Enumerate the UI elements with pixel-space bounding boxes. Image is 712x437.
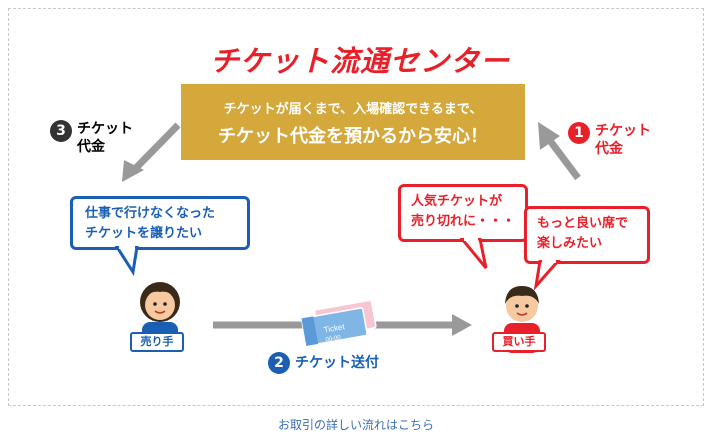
buyer-bubble2-line2: 楽しみたい: [537, 236, 603, 251]
buyer-bubble1-line1: 人気チケットが: [411, 194, 503, 209]
arrowhead-step2: [452, 314, 472, 336]
buyer-bubble2-tail: [534, 260, 561, 290]
step2-text: チケット送付: [295, 355, 379, 371]
step1-line1: チケット: [595, 123, 651, 139]
seller-bubble-tail: [115, 246, 139, 276]
step3-line2: 代金: [77, 139, 105, 155]
step1-line2: 代金: [595, 141, 623, 157]
step3-number: 3: [50, 120, 72, 142]
ticket-text: Ticket: [323, 322, 346, 335]
buyer-speech-bubble-2: もっと良い席で 楽しみたい: [524, 206, 650, 264]
seller-bubble-line1: 仕事で行けなくなった: [85, 206, 216, 221]
seller-sign: 売り手: [130, 332, 184, 352]
step1-text: チケット 代金: [595, 122, 651, 158]
buyer-speech-bubble-1: 人気チケットが 売り切れに・・・: [398, 184, 528, 242]
step2-number: 2: [268, 352, 290, 374]
step3-label: 3 チケット 代金: [50, 120, 133, 156]
banner-line2: チケット代金を預かるから安心！: [218, 126, 488, 147]
ticket-icon: Ticket 00-00: [301, 300, 377, 347]
arrowhead-step3: [122, 160, 144, 182]
step3-text: チケット 代金: [77, 120, 133, 156]
step1-number: 1: [568, 122, 590, 144]
seller-speech-bubble: 仕事で行けなくなった チケットを譲りたい: [70, 196, 250, 250]
page-title: チケット流通センター: [209, 44, 510, 78]
safety-banner: チケットが届くまで、入場確認できるまで、 チケット代金を預かるから安心！: [181, 84, 525, 160]
arrow-step1: [545, 135, 581, 181]
step3-line1: チケット: [77, 121, 133, 137]
arrow-step3: [129, 122, 181, 175]
banner-line1: チケットが届くまで、入場確認できるまで、: [223, 102, 483, 117]
buyer-bubble1-line2: 売り切れに・・・: [411, 214, 516, 229]
arrowhead-step1: [538, 122, 560, 150]
step1-label: 1 チケット 代金: [568, 122, 651, 158]
transaction-flow-link[interactable]: お取引の詳しい流れはこちら: [277, 418, 434, 432]
buyer-bubble2-line1: もっと良い席で: [537, 216, 629, 231]
buyer-sign: 買い手: [492, 332, 546, 352]
seller-bubble-line2: チケットを譲りたい: [85, 226, 203, 241]
buyer-bubble1-tail: [460, 238, 488, 269]
ticket-number: 00-00: [325, 335, 342, 344]
step2-label: 2 チケット送付: [268, 352, 379, 374]
